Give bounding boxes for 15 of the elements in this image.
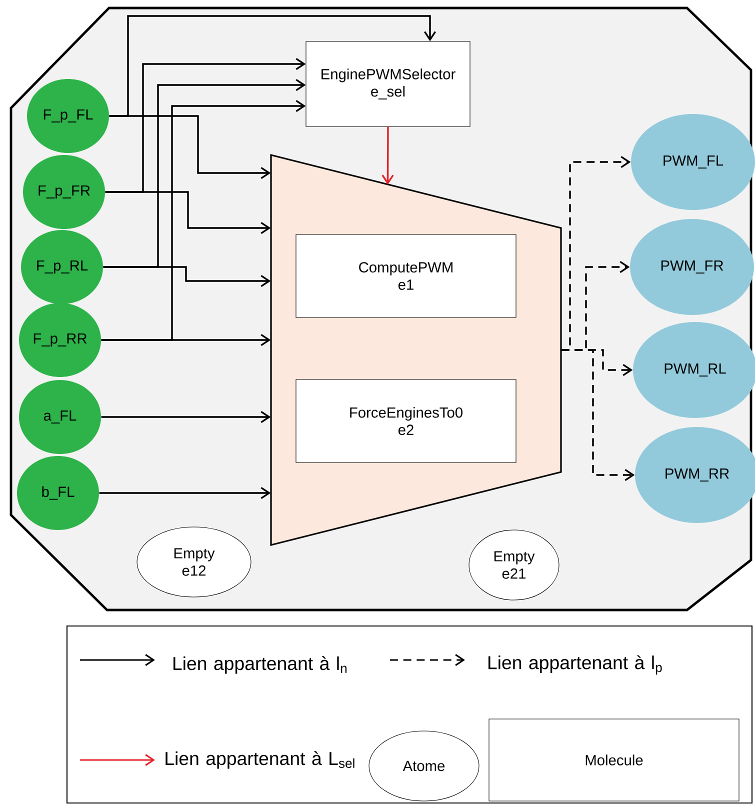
legend-box: Molecule — [488, 718, 740, 802]
arrow — [101, 410, 271, 424]
legend-label: Lien appartenant à l$_{p}$ — [488, 655, 662, 675]
arrow — [382, 126, 394, 185]
process-box: ForceEnginesTo0 e2 — [296, 379, 516, 463]
arrow — [105, 191, 271, 234]
arrow — [109, 115, 271, 180]
arrow — [103, 266, 271, 288]
arrow — [99, 486, 271, 500]
process-box: ComputePWM e1 — [296, 234, 516, 318]
arrow — [561, 349, 635, 482]
arrow — [101, 334, 271, 346]
legend-label: Lien appartenant à L$_{sel}$ — [166, 751, 354, 769]
legend-label: Lien appartenant à l$_{n}$ — [174, 656, 347, 674]
process-box: EnginePWMSelector e_sel — [306, 41, 470, 127]
